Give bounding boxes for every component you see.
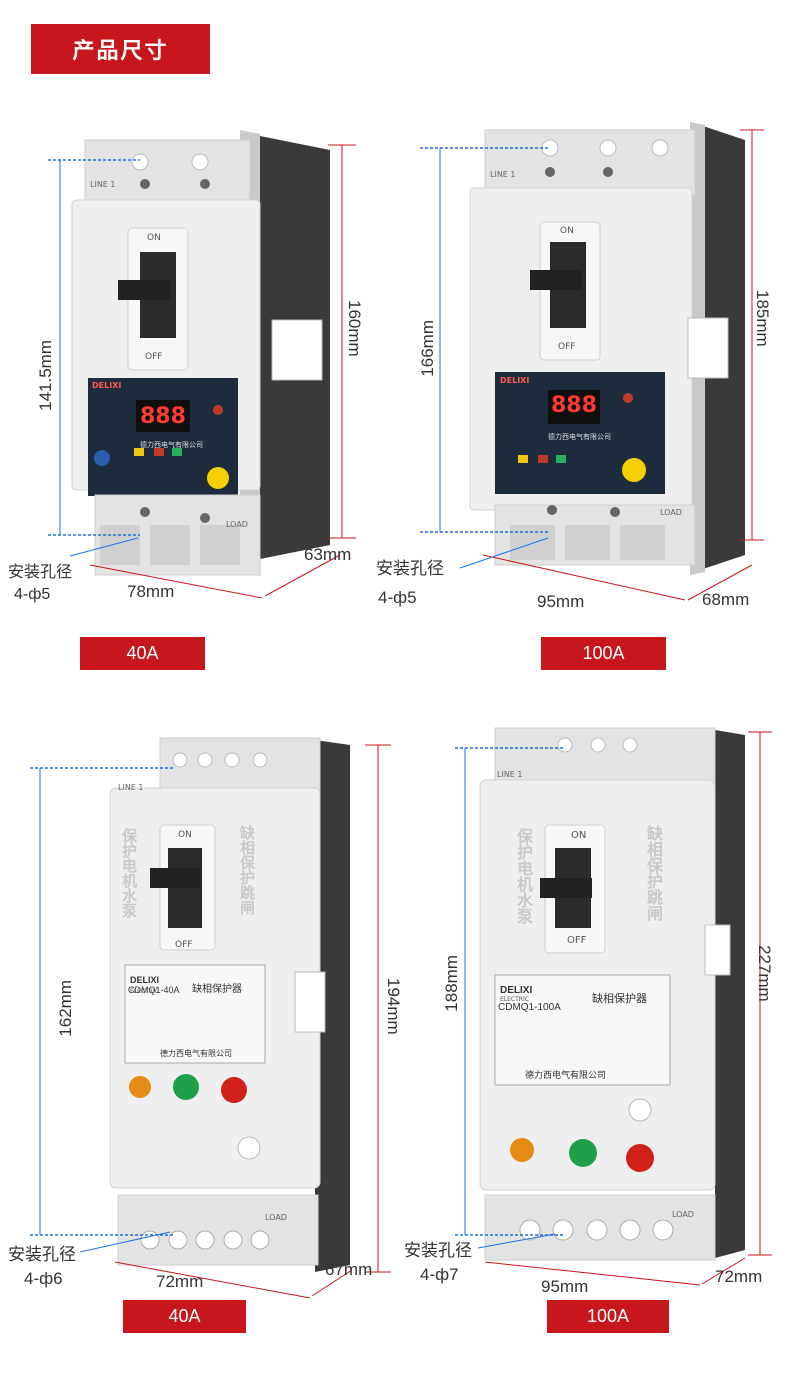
- rating-tag-4: 100A: [547, 1300, 669, 1333]
- brand-sub-3: ELECTRIC: [130, 988, 159, 995]
- side-text-left-3: 保护电机水泵: [120, 828, 137, 918]
- on-label-1: ON: [147, 233, 161, 243]
- load-label-1: LOAD: [226, 520, 248, 529]
- depth-2: 68mm: [702, 590, 750, 609]
- brand-sub-4: ELECTRIC: [500, 996, 529, 1003]
- section-title: 产品尺寸: [31, 24, 210, 74]
- panel-model-3: CDMQ1-40A: [128, 985, 180, 995]
- hole-size-3: 4-ф6: [24, 1269, 63, 1288]
- side-text-right-4: 缺相保护跳闸: [644, 825, 661, 921]
- width-2: 95mm: [537, 592, 585, 611]
- rating-tag-3: 40A: [123, 1300, 246, 1333]
- line-label-1: LINE 1: [90, 180, 116, 189]
- width-3: 72mm: [156, 1272, 204, 1291]
- height-total-3: 194mm: [384, 978, 403, 1035]
- company-label-2: 德力西电气有限公司: [548, 433, 611, 441]
- width-1: 78mm: [127, 582, 175, 601]
- height-total-2: 185mm: [753, 290, 772, 347]
- company-label-4: 德力西电气有限公司: [525, 1071, 607, 1081]
- digital-display-1: 888: [140, 404, 186, 429]
- hole-label-3: 安装孔径: [8, 1245, 76, 1264]
- off-label-1: OFF: [145, 352, 163, 362]
- panel-brand-1: DELIXI: [92, 381, 122, 390]
- load-label-2: LOAD: [660, 508, 682, 517]
- rating-tag-1: 40A: [80, 637, 205, 670]
- panel-brand-2: DELIXI: [500, 376, 530, 385]
- height-total-4: 227mm: [755, 945, 774, 1002]
- height-holes-1: 141.5mm: [36, 340, 55, 411]
- line-label-4: LINE 1: [497, 770, 523, 779]
- load-label-3: LOAD: [265, 1213, 287, 1222]
- off-label-2: OFF: [558, 342, 576, 352]
- off-label-3: OFF: [175, 940, 193, 950]
- hole-label-4: 安装孔径: [404, 1241, 472, 1260]
- height-total-1: 160mm: [345, 300, 364, 357]
- height-holes-2: 166mm: [418, 320, 437, 377]
- line-label-2: LINE 1: [490, 170, 516, 179]
- company-label-1: 德力西电气有限公司: [140, 441, 203, 449]
- on-label-2: ON: [560, 226, 574, 236]
- side-text-left-4: 保护电机水泵: [514, 828, 531, 924]
- on-label-4: ON: [571, 830, 587, 841]
- line-label-3: LINE 1: [118, 783, 144, 792]
- panel-model-4: CDMQ1-100A: [498, 1002, 561, 1013]
- side-text-right-3: 缺相保护跳闸: [238, 825, 255, 915]
- hole-size-1: 4-ф5: [14, 586, 51, 603]
- company-label-3: 德力西电气有限公司: [160, 1049, 232, 1058]
- hole-label-1: 安装孔径: [8, 564, 73, 581]
- hole-label-2: 安装孔径: [376, 559, 444, 578]
- rating-tag-2: 100A: [541, 637, 666, 670]
- digital-display-2: 888: [551, 393, 597, 418]
- panel-title-4: 缺相保护器: [592, 993, 647, 1005]
- depth-3: 67mm: [325, 1260, 373, 1279]
- height-holes-3: 162mm: [56, 980, 75, 1037]
- width-4: 95mm: [541, 1277, 589, 1296]
- hole-size-4: 4-ф7: [420, 1265, 459, 1284]
- on-label-3: ON: [178, 830, 192, 840]
- panel-title-3: 缺相保护器: [192, 984, 242, 995]
- load-label-4: LOAD: [672, 1210, 694, 1219]
- height-holes-4: 188mm: [442, 955, 461, 1012]
- depth-1: 63mm: [304, 545, 352, 564]
- off-label-4: OFF: [567, 935, 587, 946]
- depth-4: 72mm: [715, 1267, 763, 1286]
- hole-size-2: 4-ф5: [378, 588, 417, 607]
